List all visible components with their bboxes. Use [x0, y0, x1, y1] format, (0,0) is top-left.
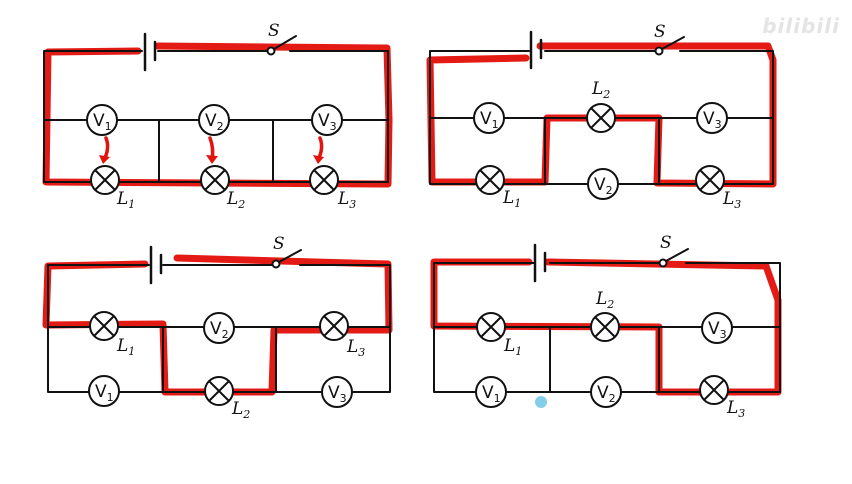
- svg-text:L2: L2: [226, 189, 245, 211]
- voltmeter-v1: V1: [473, 102, 505, 134]
- svg-text:L3: L3: [722, 189, 741, 211]
- current-arrowhead: [313, 155, 324, 164]
- lamp-l2: L2: [586, 79, 616, 133]
- lamp-l2: L2: [590, 289, 620, 342]
- switch-label: S: [660, 233, 672, 253]
- lamp-l1: L1: [475, 165, 521, 210]
- battery: [143, 32, 157, 72]
- svg-text:V3: V3: [318, 111, 337, 133]
- voltmeter-v2: V2: [587, 168, 619, 200]
- voltmeter-v1: V1: [475, 376, 507, 408]
- svg-text:L3: L3: [337, 189, 356, 211]
- voltmeter-v1: V1: [86, 104, 118, 136]
- lamp-l3: L3: [319, 311, 365, 359]
- svg-text:V1: V1: [482, 383, 501, 405]
- circuit-diagram-3: S V1 V2 V3 L1 L2 L3: [42, 234, 393, 421]
- switch: S: [266, 21, 297, 56]
- svg-text:V1: V1: [95, 382, 114, 404]
- svg-text:V2: V2: [594, 175, 613, 197]
- circuit-diagram-1: S V1 V2 V3 L1 L2 L3: [42, 21, 393, 211]
- svg-text:V3: V3: [328, 383, 347, 405]
- svg-text:L3: L3: [346, 337, 365, 359]
- switch: S: [654, 22, 685, 56]
- lamp-l1: L1: [89, 311, 135, 358]
- battery: [149, 245, 163, 285]
- voltmeter-v2: V2: [590, 376, 622, 408]
- switch-label: S: [273, 234, 285, 254]
- bilibili-watermark-logo: bilibili: [762, 14, 840, 38]
- voltmeter-v1: V1: [88, 375, 120, 407]
- svg-text:V1: V1: [480, 109, 499, 131]
- voltmeter-v3: V3: [701, 312, 733, 344]
- switch-label: S: [654, 22, 666, 42]
- switch: S: [271, 234, 302, 269]
- lamp-l1: L1: [476, 312, 522, 358]
- lamp-l3: L3: [699, 375, 745, 420]
- svg-text:V2: V2: [205, 111, 224, 133]
- voltmeter-v3: V3: [696, 102, 728, 134]
- current-arrowhead: [206, 155, 218, 164]
- svg-text:L1: L1: [116, 189, 135, 211]
- svg-text:V1: V1: [93, 111, 112, 133]
- lamp-l2: L2: [204, 376, 250, 421]
- voltmeter-v3: V3: [311, 104, 343, 136]
- lamp-l3: L3: [309, 165, 356, 211]
- svg-text:V3: V3: [703, 109, 722, 131]
- svg-text:V3: V3: [708, 319, 727, 341]
- svg-text:V2: V2: [597, 383, 616, 405]
- current-arrowhead: [99, 155, 110, 164]
- voltmeter-v2: V2: [203, 312, 235, 344]
- lamp-l2: L2: [200, 165, 245, 211]
- svg-text:V2: V2: [210, 319, 229, 341]
- svg-text:L3: L3: [726, 398, 745, 420]
- circuit-diagram-2: S V1 V2 V3 L1 L2 L3: [426, 22, 777, 211]
- lamp-l3: L3: [695, 165, 741, 211]
- battery: [529, 30, 543, 70]
- circuit-diagram-4: S V1 V2 V3 L1 L2 L3: [430, 233, 782, 420]
- switch-label: S: [268, 21, 280, 41]
- svg-text:L1: L1: [503, 336, 522, 358]
- svg-text:L2: L2: [231, 399, 250, 421]
- voltmeter-v2: V2: [198, 104, 230, 136]
- lamp-l1: L1: [90, 165, 135, 211]
- switch: S: [658, 233, 689, 268]
- svg-text:L2: L2: [591, 79, 610, 101]
- svg-text:L2: L2: [595, 289, 614, 311]
- svg-text:L1: L1: [116, 336, 135, 358]
- svg-text:L1: L1: [502, 188, 521, 210]
- voltmeter-v3: V3: [321, 376, 353, 408]
- battery: [533, 243, 547, 283]
- cursor-indicator-icon: [535, 396, 547, 408]
